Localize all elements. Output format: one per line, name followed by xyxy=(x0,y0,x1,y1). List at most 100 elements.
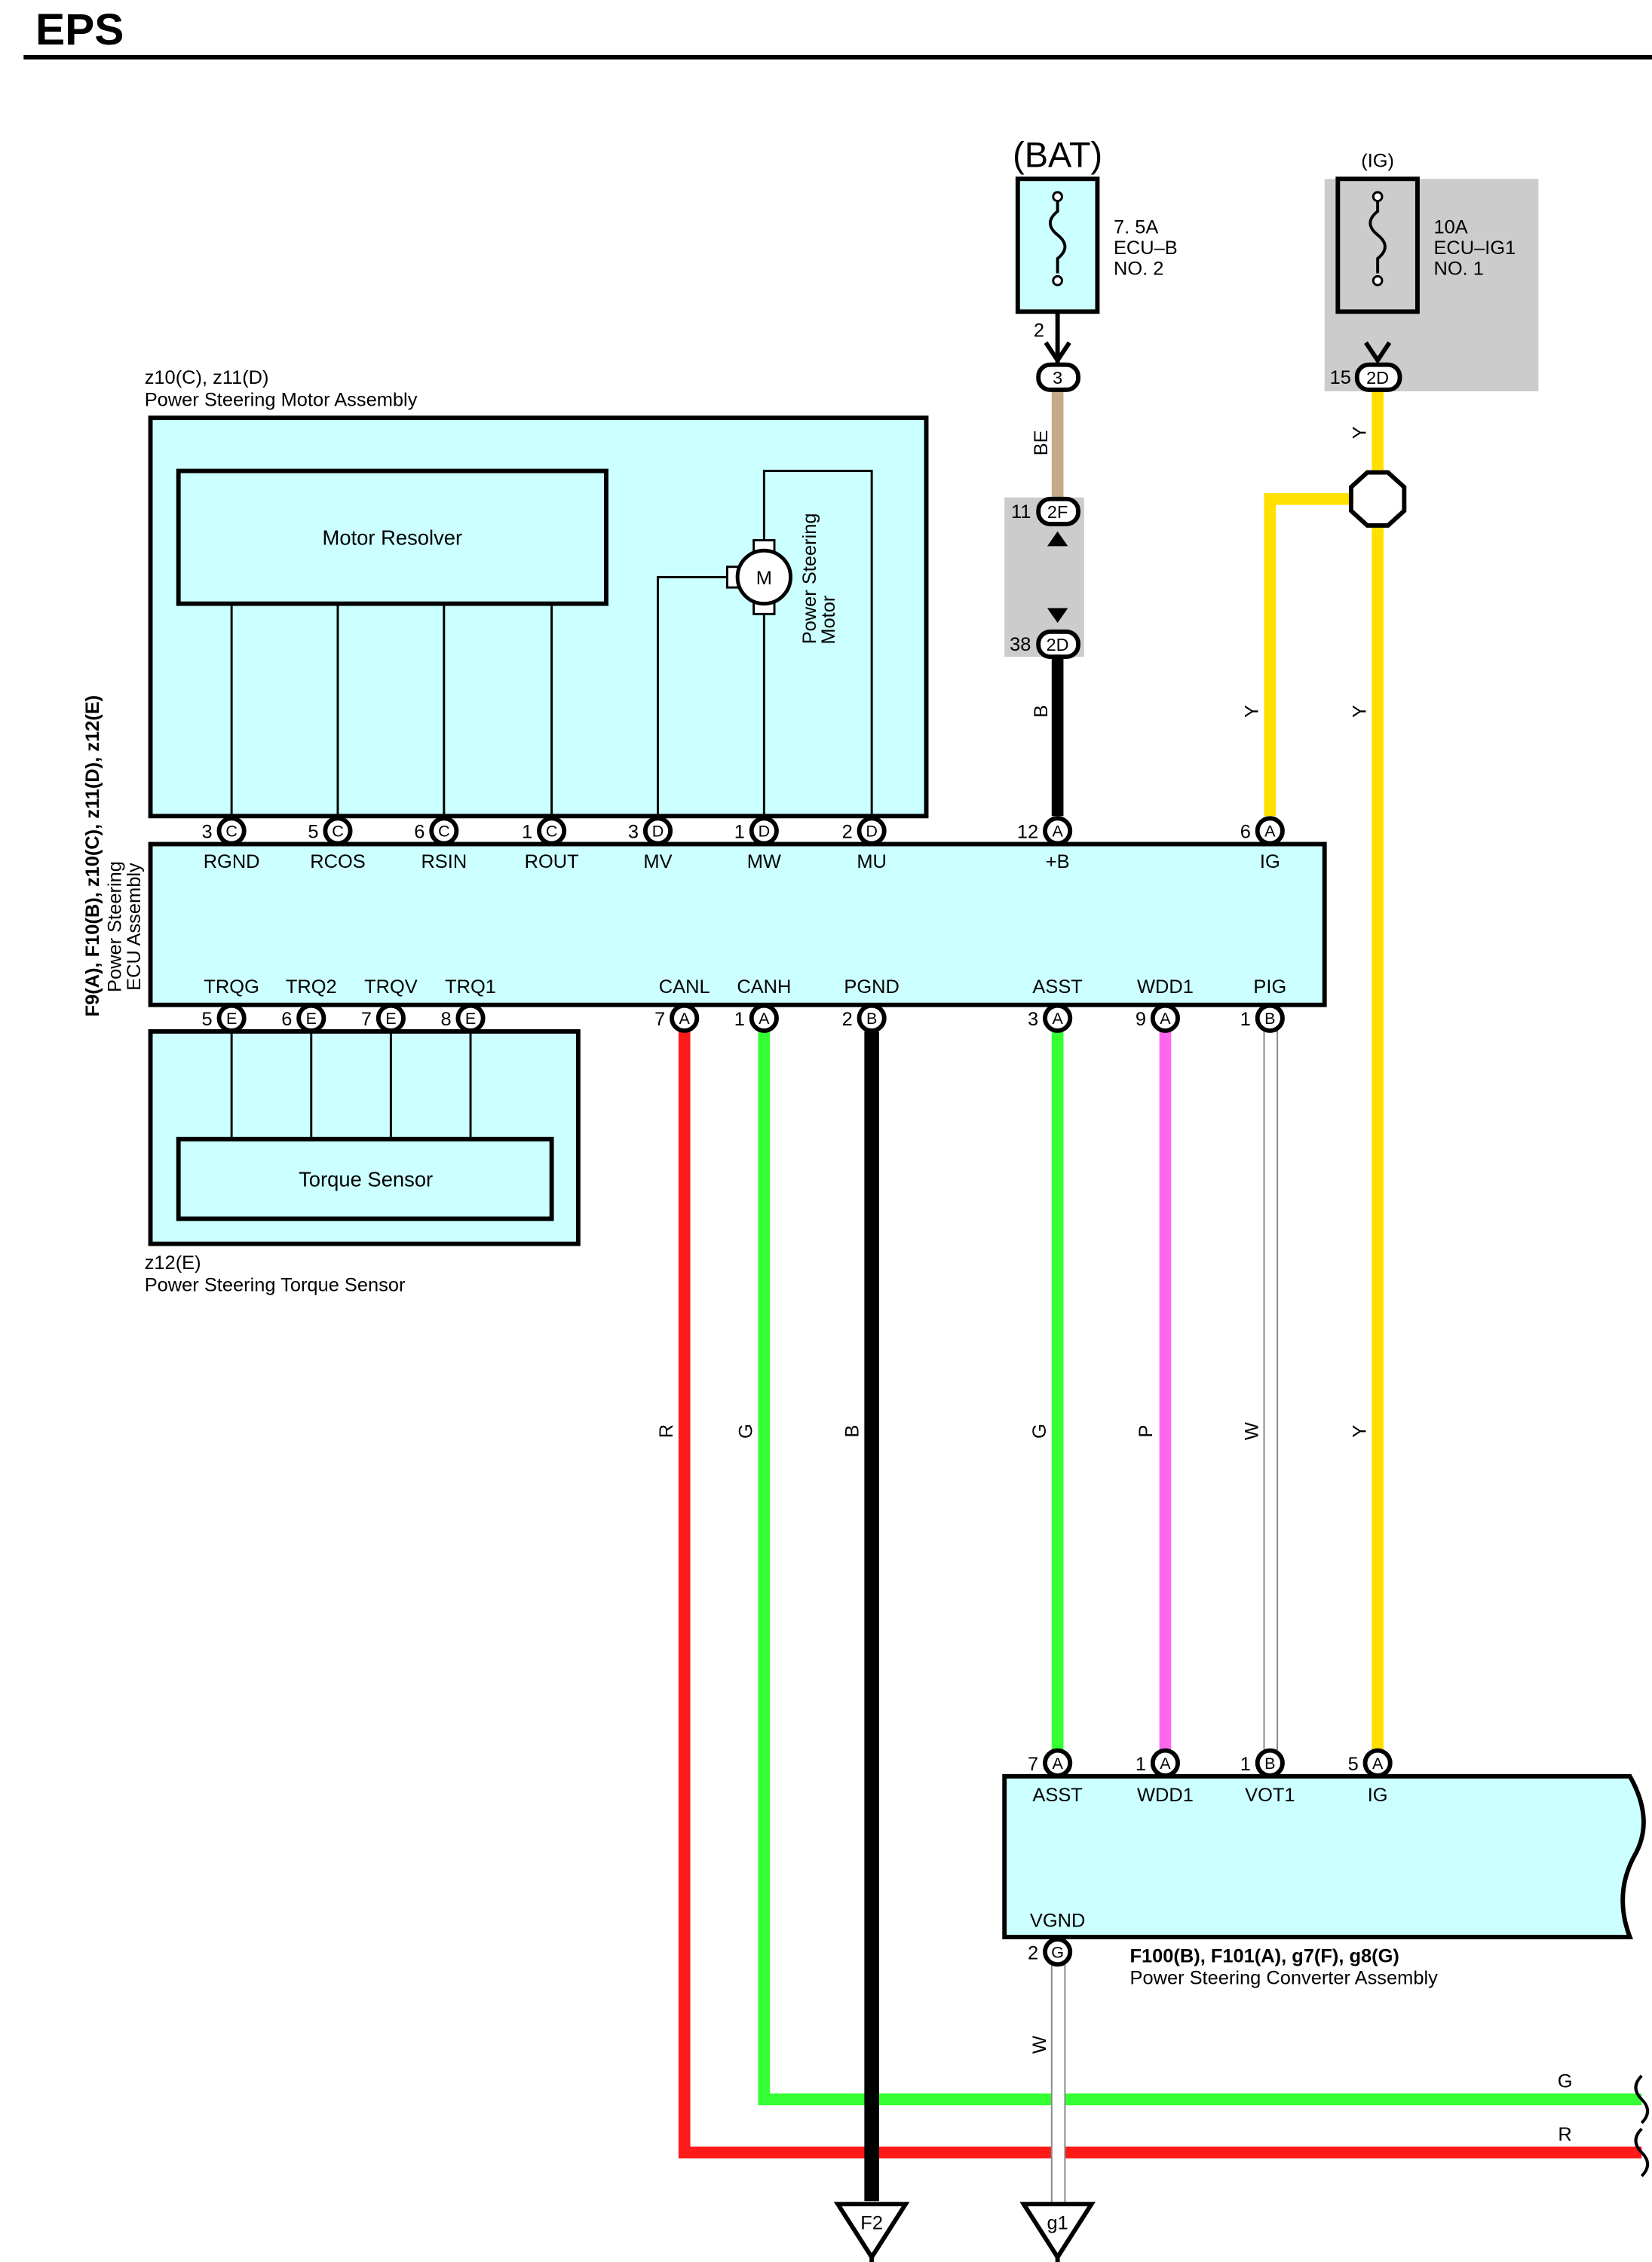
pin-label: +B xyxy=(1046,851,1070,872)
ig-fuse-terminal-bottom xyxy=(1372,274,1384,287)
connector-letter: A xyxy=(1052,823,1063,841)
ecu-name-1: Power Steering xyxy=(104,861,125,992)
bat-arrow-icon xyxy=(1044,341,1071,365)
page-title: EPS xyxy=(35,5,124,54)
junction-top-conn-label: 2F xyxy=(1047,502,1068,522)
torque-sensor-inner-box xyxy=(176,1136,554,1221)
pin-number: 3 xyxy=(1028,1009,1038,1030)
connector-circle xyxy=(1255,816,1285,846)
connector-letter: A xyxy=(1160,1755,1171,1773)
pin-label: MV xyxy=(643,851,672,872)
connector-letter: C xyxy=(332,823,344,841)
connector-letter: A xyxy=(1264,823,1276,841)
wire-label-be: BE xyxy=(1031,430,1052,455)
bat-conn-3 xyxy=(1036,362,1080,392)
pin-label: TRQV xyxy=(364,976,418,998)
resolver-leads xyxy=(230,603,553,817)
connector-circle xyxy=(537,816,567,846)
pin-number: 1 xyxy=(1240,1754,1251,1775)
ecu-name-2: ECU Assembly xyxy=(124,863,145,991)
pin-number: 12 xyxy=(1017,822,1038,843)
connector-letter: A xyxy=(679,1010,691,1028)
motor-label-2: Motor xyxy=(818,595,839,645)
connector-circle xyxy=(749,1003,779,1033)
converter-vgnd-num: 2 xyxy=(1028,1942,1038,1963)
pin-label: RSIN xyxy=(421,851,467,872)
connector-circle xyxy=(857,816,887,846)
connector-circle xyxy=(1255,1748,1285,1778)
ig-conn-2d-label: 2D xyxy=(1366,368,1389,388)
connector-circle xyxy=(1043,1748,1073,1778)
pin-label: ASST xyxy=(1032,1785,1082,1806)
pin-label: VOT1 xyxy=(1245,1785,1295,1806)
connector-letter: B xyxy=(866,1010,877,1028)
connector-letter: D xyxy=(652,823,664,841)
pin-number: 1 xyxy=(734,822,745,843)
connector-circle xyxy=(429,816,459,846)
wire-label-y-lower: Y xyxy=(1349,1425,1370,1438)
wire-label-w-vgnd: W xyxy=(1029,2036,1050,2054)
connector-letter: A xyxy=(1160,1010,1171,1028)
bat-fuse-pin: 2 xyxy=(1034,320,1044,342)
pin-number: 7 xyxy=(1028,1754,1038,1775)
bat-fuse-terminal-top xyxy=(1052,191,1063,203)
connector-letter: A xyxy=(1052,1010,1063,1028)
torque-sensor-name: Power Steering Torque Sensor xyxy=(145,1274,406,1295)
wire-label-g-asst: G xyxy=(1029,1424,1050,1439)
connector-letter: E xyxy=(385,1010,396,1028)
ecu-ids: F9(A), F10(B), z10(C), z11(D), z12(E) xyxy=(82,695,103,1017)
wire-g-canh xyxy=(758,1031,1642,2106)
junction-bottom-pin: 38 xyxy=(1010,634,1031,655)
connector-letter: A xyxy=(1372,1755,1384,1773)
junction-arrow-down-icon xyxy=(1047,608,1068,624)
ig-fuse-number: NO. 1 xyxy=(1433,258,1483,279)
pin-label: TRQG xyxy=(204,976,259,998)
connector-letter: C xyxy=(225,823,238,841)
wire-label-b-pgnd: B xyxy=(842,1425,863,1438)
pin-label: PGND xyxy=(844,976,899,998)
connector-letter: D xyxy=(866,823,878,841)
bat-fuse-number: NO. 2 xyxy=(1114,258,1163,279)
pin-number: 5 xyxy=(202,1009,213,1030)
wire-label-g-canh: G xyxy=(736,1424,757,1439)
converter-name: Power Steering Converter Assembly xyxy=(1129,1968,1438,1989)
pin-label: WDD1 xyxy=(1137,976,1194,998)
connector-circle xyxy=(1150,1003,1180,1033)
ig-fuse-pin: 15 xyxy=(1330,367,1351,388)
wire-w-pig xyxy=(1263,1030,1279,1751)
junction-top-conn xyxy=(1036,496,1080,526)
pin-number: 9 xyxy=(1136,1009,1146,1030)
pin-number: 3 xyxy=(628,822,639,843)
wire-label-y-main: Y xyxy=(1349,705,1370,718)
wire-end-wave-r xyxy=(1634,2128,1650,2178)
connector-circle xyxy=(216,816,247,846)
pin-number: 6 xyxy=(281,1009,292,1030)
motor-assembly-name: Power Steering Motor Assembly xyxy=(145,390,418,411)
bat-fuse-icon xyxy=(1048,196,1067,274)
motor-symbol: M xyxy=(756,568,772,589)
splice-point xyxy=(1348,470,1407,528)
junction-bottom-conn-label: 2D xyxy=(1047,635,1069,654)
ground-g1-icon xyxy=(1019,2202,1096,2262)
wire-label-r: R xyxy=(656,1424,677,1438)
motor-resolver-box xyxy=(176,468,608,606)
connector-circle xyxy=(1043,816,1073,846)
wire-label-b-top: B xyxy=(1031,705,1052,718)
pin-number: 5 xyxy=(1348,1754,1359,1775)
pin-number: 3 xyxy=(202,822,213,843)
converter-ids: F100(B), F101(A), g7(F), g8(G) xyxy=(1129,1945,1399,1966)
connector-circle xyxy=(642,816,673,846)
wire-label-r-out: R xyxy=(1558,2124,1571,2145)
